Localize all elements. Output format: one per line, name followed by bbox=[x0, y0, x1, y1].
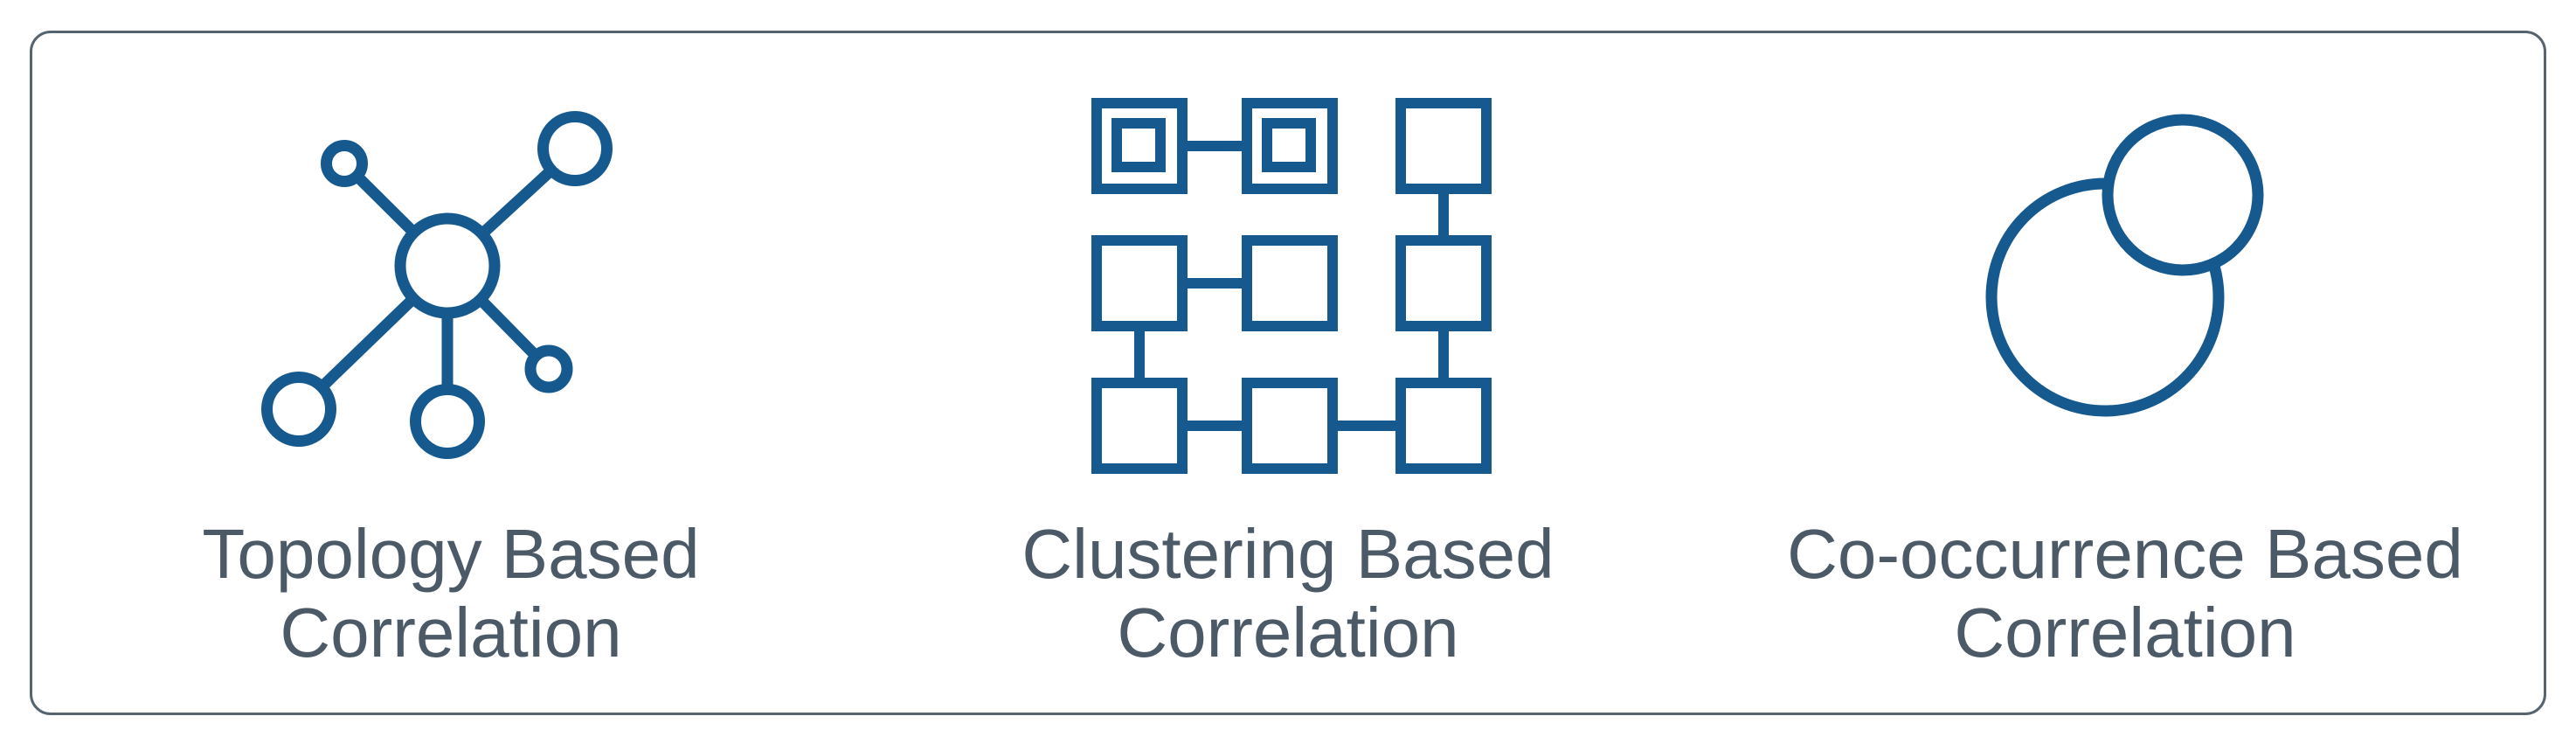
caption-line-2: Correlation bbox=[280, 594, 622, 671]
clustering-grid-icon bbox=[1091, 98, 1492, 474]
topology-network-icon bbox=[261, 111, 613, 459]
small-circle bbox=[2102, 114, 2264, 276]
cluster-connectors bbox=[1134, 141, 1449, 431]
caption-line-2: Correlation bbox=[1117, 594, 1459, 671]
caption-line-1: Clustering Based bbox=[1021, 515, 1555, 593]
caption-cooccurrence: Co-occurrence Based Correlation bbox=[1707, 515, 2544, 672]
panel-cooccurrence-based-correlation: Co-occurrence Based Correlation bbox=[1707, 33, 2544, 713]
caption-topology: Topology Based Correlation bbox=[32, 515, 869, 672]
panel-clustering-based-correlation: Clustering Based Correlation bbox=[869, 33, 1707, 713]
correlation-types-card: Topology Based Correlation bbox=[30, 31, 2546, 715]
cluster-nodes bbox=[1091, 98, 1492, 474]
caption-line-1: Topology Based bbox=[202, 515, 700, 593]
caption-line-1: Co-occurrence Based bbox=[1787, 515, 2463, 593]
topology-nodes bbox=[261, 111, 613, 459]
panel-topology-based-correlation: Topology Based Correlation bbox=[32, 33, 869, 713]
caption-line-2: Correlation bbox=[1954, 594, 2296, 671]
overlapping-circles-icon bbox=[1985, 114, 2264, 417]
caption-clustering: Clustering Based Correlation bbox=[869, 515, 1707, 672]
